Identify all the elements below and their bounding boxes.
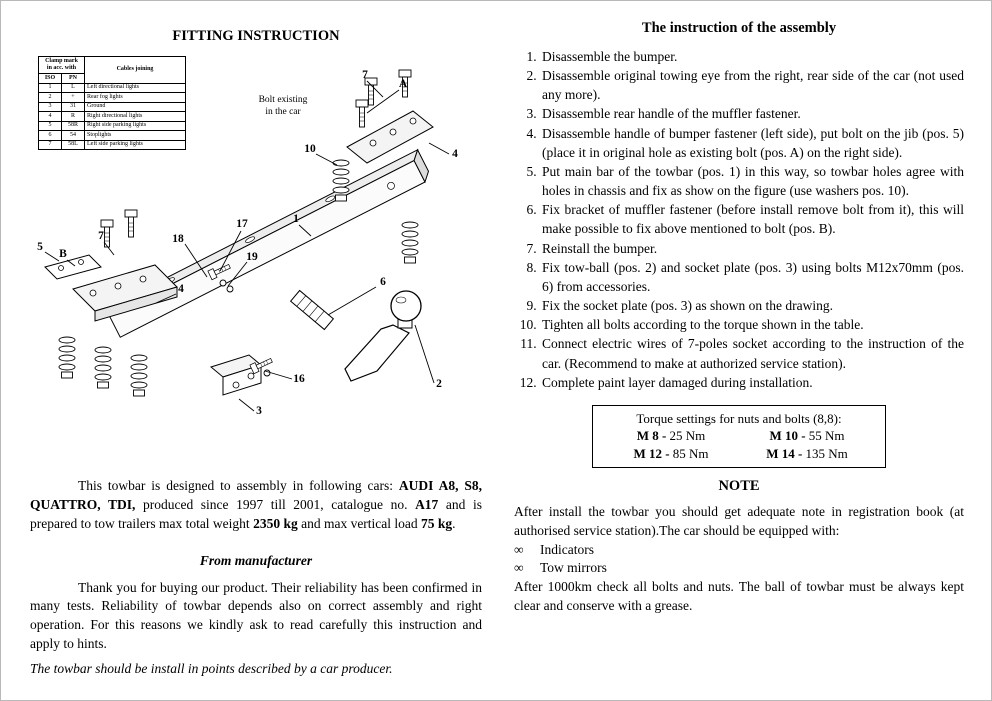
torque-label: M 12 -: [633, 445, 670, 461]
diagram-label-5: 5: [37, 241, 43, 253]
torque-label: M 10 -: [769, 428, 806, 444]
leader-lines: [44, 80, 450, 412]
bolt-sleeve-6: [289, 289, 335, 331]
step-item: Connect electric wires of 7-poles socket…: [540, 334, 964, 372]
cell-cables: Left side parking lights: [84, 139, 186, 150]
infinity-bullet-icon: ∞: [514, 542, 524, 558]
step-item: Tighten all bolts according to the torqu…: [540, 315, 964, 334]
registration-note-paragraph: After install the towbar you should get …: [514, 504, 964, 539]
step-item: Reinstall the bumper.: [540, 239, 964, 258]
step-item: Disassemble the bumper.: [540, 47, 964, 66]
step-item: Fix tow-ball (pos. 2) and socket plate (…: [540, 258, 964, 296]
infinity-bullet-icon: ∞: [514, 560, 524, 576]
diagram-label-B: B: [59, 248, 67, 260]
diagram-label-A: A: [399, 78, 408, 90]
step-item: Complete paint layer damaged during inst…: [540, 373, 964, 392]
washer-18: [219, 279, 227, 287]
table-row: 3 31 Ground: [38, 101, 186, 112]
washer-stack-left-2: [95, 347, 111, 388]
left-bracket-plate: [72, 264, 178, 322]
torque-label: M 14 -: [766, 445, 803, 461]
install-points-note: The towbar should be install in points d…: [30, 661, 393, 677]
diagram-label-7-top: 7: [362, 69, 368, 81]
torque-settings-table: Torque settings for nuts and bolts (8,8)…: [592, 404, 886, 469]
equipment-item-indicators: ∞ Indicators: [514, 541, 964, 559]
diagram-label-16: 16: [293, 373, 305, 385]
p1-text: produced since 1997 till 2001, catalogue…: [135, 496, 416, 512]
maintenance-paragraph: After 1000km check all bolts and nuts. T…: [514, 578, 964, 613]
step-item: Disassemble original towing eye from the…: [540, 66, 964, 104]
left-page-title: FITTING INSTRUCTION: [172, 28, 340, 44]
diagram-label-17: 17: [236, 218, 248, 230]
bolt-existing-note-line1: Bolt existing: [259, 95, 308, 105]
clamp-mark-header: Clamp mark in acc. with: [38, 56, 85, 74]
torque-table-title: Torque settings for nuts and bolts (8,8)…: [636, 410, 842, 426]
washer-stack-left-1: [59, 337, 75, 378]
washer-stack-right: [402, 222, 418, 263]
diagram-label-18: 18: [172, 233, 184, 245]
p1-text: and max vertical load: [297, 515, 422, 531]
p1-max-weight: 2350 kg: [253, 515, 298, 531]
left-text-block: This towbar is designed to assembly in f…: [30, 477, 482, 679]
torque-cell-m8: M 8 - 25 Nm: [637, 427, 706, 445]
step-item: Disassemble rear handle of the muffler f…: [540, 104, 964, 123]
torque-value: 25 Nm: [669, 428, 706, 444]
diagram-label-7-left: 7: [98, 230, 104, 242]
towbar-exploded-diagram: 7 A 10 4 17 18 19 1 5 B 7 4 6 2 16 3 Bol…: [37, 69, 458, 417]
right-column: The instruction of the assembly Disassem…: [514, 20, 964, 615]
washer-stack-left-3: [131, 355, 147, 396]
tow-ball: [344, 290, 422, 382]
washer-stack-10: [333, 160, 349, 201]
car-compatibility-paragraph: This towbar is designed to assembly in f…: [30, 477, 482, 534]
diagram-label-2: 2: [436, 378, 442, 390]
table-row: 7 58L Left side parking lights: [38, 139, 186, 150]
torque-label: M 8 -: [636, 428, 667, 444]
p1-text: and is prepared to tow trailers max tota…: [30, 496, 482, 531]
right-bracket-plate: [346, 110, 434, 164]
from-manufacturer-heading: From manufacturer: [199, 552, 313, 568]
diagram-label-4-right: 4: [452, 148, 458, 160]
p1-text: This towbar is designed to assembly in f…: [78, 478, 399, 493]
p1-catalogue-no: A17: [415, 496, 439, 512]
diagram-label-6: 6: [380, 276, 386, 288]
diagram-label-19: 19: [246, 251, 258, 263]
step-item: Put main bar of the towbar (pos. 1) in t…: [540, 162, 964, 200]
torque-value: 55 Nm: [808, 428, 845, 444]
manufacturer-paragraph: Thank you for buying our product. Their …: [30, 579, 482, 652]
equipment-label: Indicators: [540, 542, 594, 558]
bolt-existing-A: [355, 99, 369, 128]
right-page-title: The instruction of the assembly: [641, 20, 837, 36]
clamp-mark-table: Clamp mark in acc. with Cables joining I…: [38, 56, 186, 150]
torque-cell-m12: M 12 - 85 Nm: [633, 445, 708, 463]
bolt-existing-note-line2: in the car: [265, 107, 301, 117]
p1-max-vertical-load: 75 kg: [421, 515, 453, 531]
assembly-steps-list: Disassemble the bumper. Disassemble orig…: [514, 47, 964, 392]
torque-cell-m14: M 14 - 135 Nm: [766, 445, 848, 463]
torque-value: 85 Nm: [672, 445, 709, 461]
p1-text: .: [452, 515, 456, 531]
p1-car-models: AUDI A8, S8, QUATTRO, TDI,: [30, 478, 482, 512]
diagram-label-4-left: 4: [178, 283, 184, 295]
step-item: Disassemble handle of bumper fastener (l…: [540, 124, 964, 162]
bolt-left-2: [124, 209, 138, 238]
diagram-label-10: 10: [304, 143, 316, 155]
note-heading: NOTE: [718, 478, 760, 495]
washer-16: [263, 369, 271, 377]
equipment-label: Tow mirrors: [540, 560, 607, 576]
equipment-item-tow-mirrors: ∞ Tow mirrors: [514, 559, 964, 577]
socket-plate: [209, 354, 263, 396]
torque-cell-m10: M 10 - 55 Nm: [769, 427, 844, 445]
washer-19: [226, 285, 234, 293]
diagram-label-3: 3: [256, 405, 262, 417]
cables-joining-header: Cables joining: [84, 56, 186, 84]
main-bar: [108, 148, 430, 338]
step-item: Fix the socket plate (pos. 3) as shown o…: [540, 296, 964, 315]
torque-value: 135 Nm: [805, 445, 848, 461]
diagram-label-1: 1: [293, 213, 299, 225]
jib-plate-B: [44, 254, 102, 280]
table-header-row: Clamp mark in acc. with Cables joining: [38, 56, 186, 84]
step-item: Fix bracket of muffler fastener (before …: [540, 200, 964, 238]
